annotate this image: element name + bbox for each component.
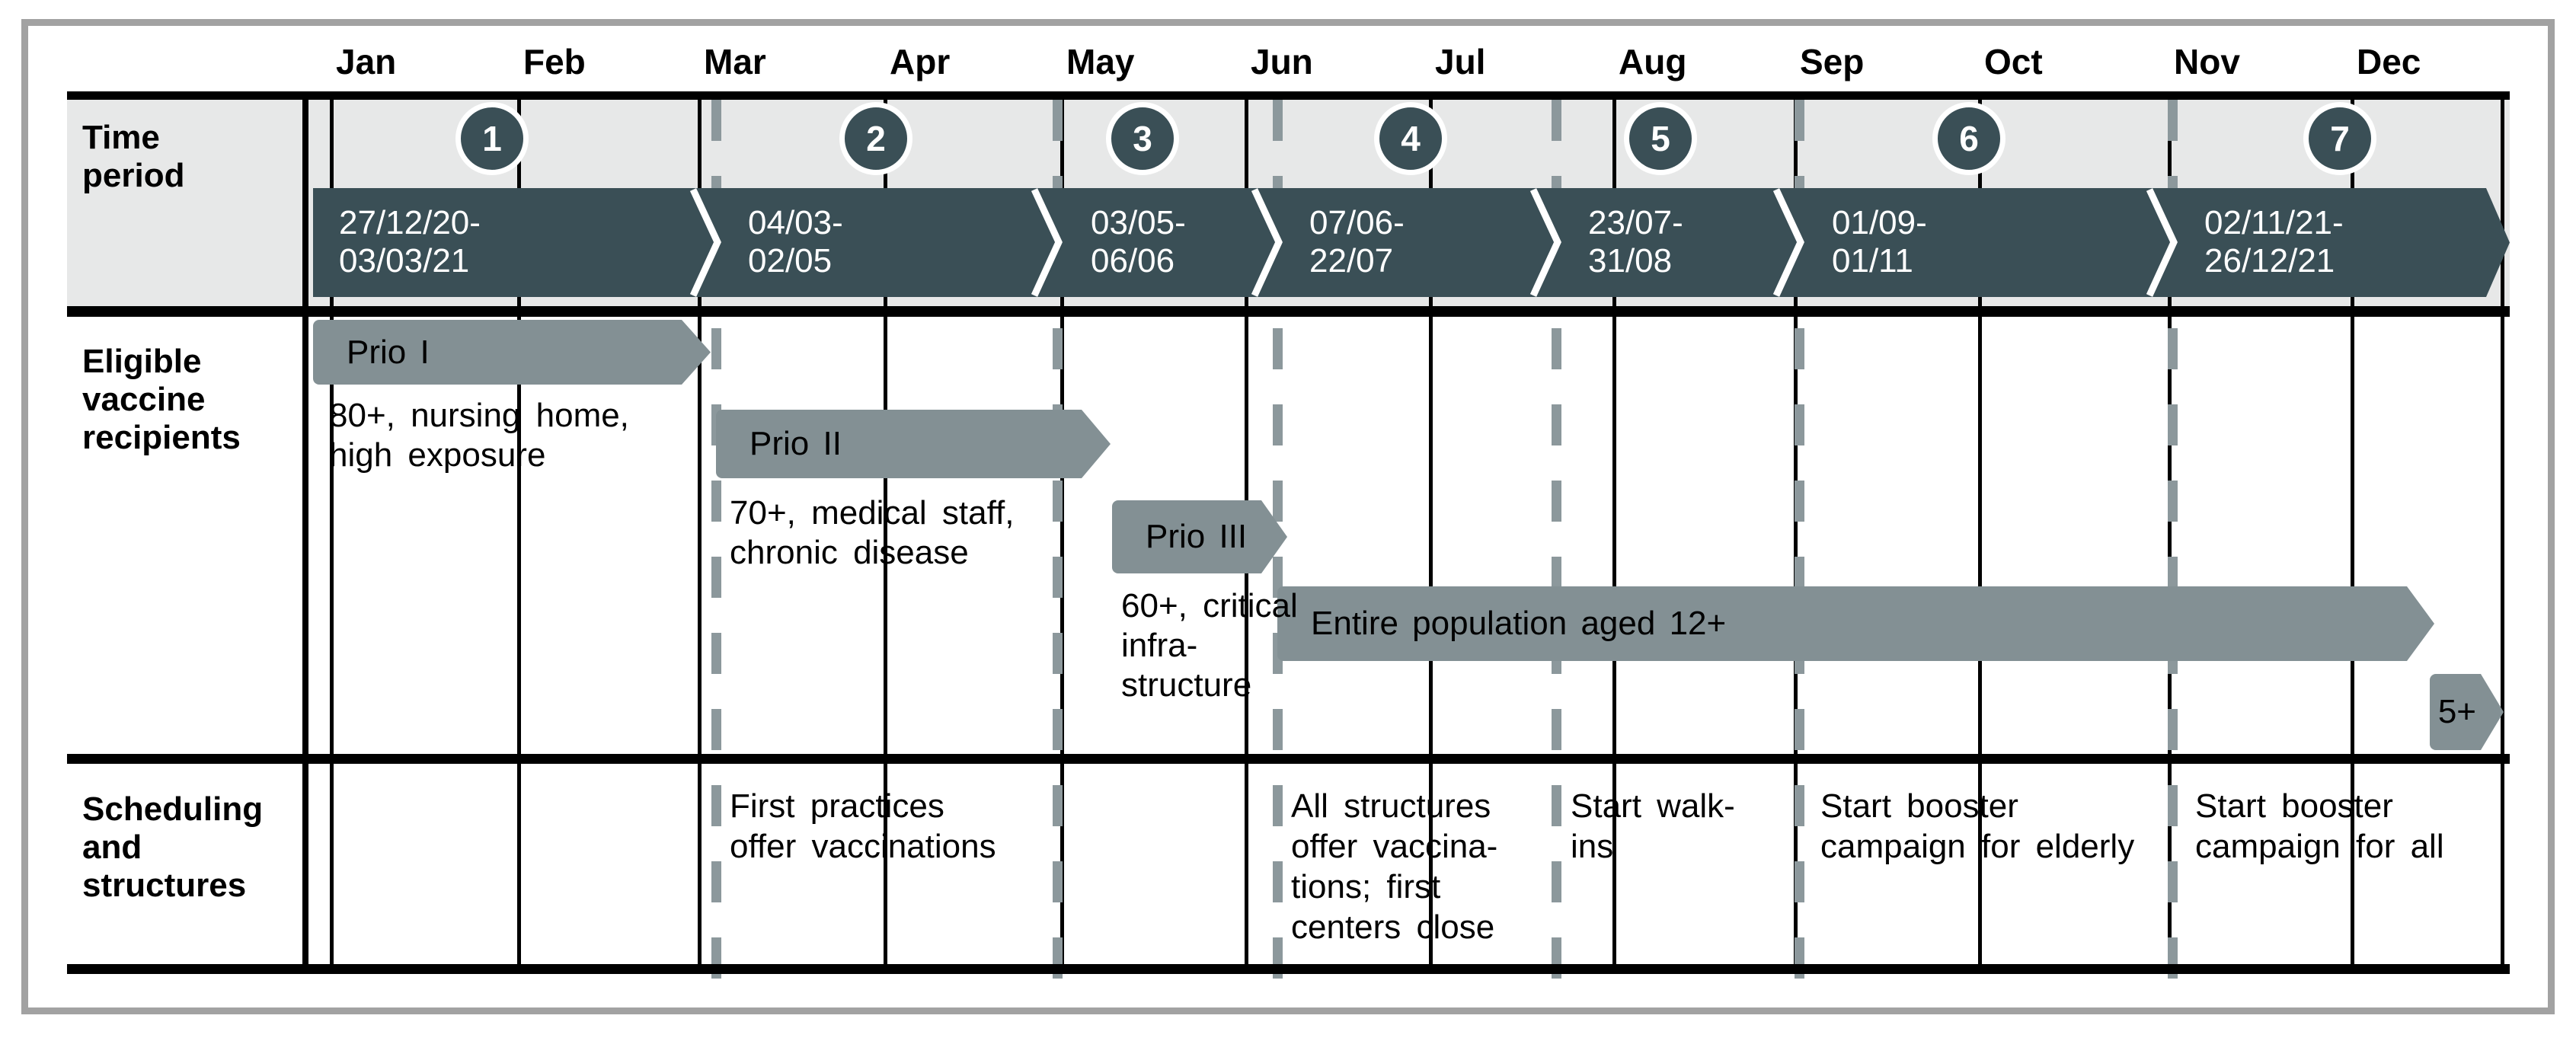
phase-date-range: 27/12/20- 03/03/21 [339, 204, 481, 279]
phase-divider-dashed-line [1552, 100, 1561, 1008]
month-label: Jul [1435, 42, 1486, 81]
month-gridline [698, 100, 702, 974]
eligible-group-bar: Prio II [716, 410, 1111, 478]
plot-right-edge-line [2501, 100, 2504, 974]
scheduling-note: Start booster campaign for all [2195, 787, 2444, 865]
rule-bottom [67, 964, 2510, 974]
month-gridline [330, 100, 334, 974]
phase-separator-chevron-icon [2145, 188, 2178, 297]
phase-separator-chevron-icon [1529, 188, 1562, 297]
row-label-eligible-recipients: Eligible vaccine recipients [82, 343, 241, 456]
month-label: Jun [1251, 42, 1313, 81]
phase-number-badge: 7 [2303, 102, 2376, 175]
phase-divider-dashed-line [2168, 100, 2178, 1008]
month-gridline [1978, 100, 1982, 974]
month-gridline [884, 100, 887, 974]
phase-separator-chevron-icon [1772, 188, 1805, 297]
eligible-group-bar: Prio I [313, 320, 711, 385]
phase-divider-dashed-line [711, 100, 721, 1008]
month-label: Jan [336, 42, 397, 81]
scheduling-note: All structures offer vaccina- tions; fir… [1291, 787, 1498, 946]
phase-number-badge: 5 [1624, 102, 1697, 175]
phase-number-badge: 2 [839, 102, 912, 175]
phase-divider-dashed-line [1053, 100, 1063, 1008]
month-gridline [1429, 100, 1433, 974]
phase-separator-chevron-icon [1250, 188, 1283, 297]
month-label: May [1066, 42, 1135, 81]
phase-arrow-band [313, 188, 2510, 297]
phase-date-range: 03/05- 06/06 [1091, 204, 1186, 279]
row-label-scheduling-structures: Scheduling and structures [82, 790, 264, 904]
plot-left-edge-line [302, 100, 308, 974]
eligible-group-bar: 5+ [2430, 674, 2504, 750]
rule-below-eligible [67, 754, 2510, 764]
month-label: Oct [1984, 42, 2043, 81]
scheduling-note: Start booster campaign for elderly [1820, 787, 2135, 865]
phase-number-badge: 1 [455, 102, 529, 175]
month-gridline [2351, 100, 2354, 974]
phase-number-badge: 4 [1374, 102, 1447, 175]
scheduling-note: First practices offer vaccinations [730, 787, 996, 865]
rule-top [67, 91, 2510, 100]
phase-number-badge: 6 [1932, 102, 2006, 175]
month-label: Sep [1800, 42, 1865, 81]
bar-label: Entire population aged 12+ [1311, 605, 1727, 642]
eligible-group-bar: Prio III [1112, 500, 1287, 573]
phase-date-range: 07/06- 22/07 [1309, 204, 1405, 279]
phase-separator-chevron-icon [689, 188, 722, 297]
eligible-group-description: 80+, nursing home, high exposure [329, 397, 629, 474]
scheduling-note: Start walk- ins [1571, 787, 1735, 865]
month-label: Feb [523, 42, 586, 81]
bar-label: Prio II [749, 425, 842, 462]
month-label: Aug [1619, 42, 1687, 81]
month-label: Dec [2357, 42, 2421, 81]
phase-divider-dashed-line [1795, 100, 1804, 1008]
phase-date-range: 02/11/21- 26/12/21 [2204, 204, 2344, 279]
bar-label: 5+ [2437, 693, 2476, 730]
rule-below-time-period [67, 306, 2510, 317]
phase-date-range: 01/09- 01/11 [1832, 204, 1927, 279]
month-gridline [1612, 100, 1616, 974]
row-label-time-period: Time period [82, 119, 185, 194]
month-label: Nov [2174, 42, 2240, 81]
phase-separator-chevron-icon [1030, 188, 1063, 297]
eligible-group-description: 60+, critical infra- structure [1121, 587, 1298, 704]
eligible-group-description: 70+, medical staff, chronic disease [730, 494, 1015, 571]
phase-date-range: 04/03- 02/05 [748, 204, 843, 279]
bar-label: Prio III [1146, 518, 1248, 555]
bar-label: Prio I [347, 333, 430, 371]
phase-divider-dashed-line [1273, 100, 1283, 1008]
eligible-group-bar: Entire population aged 12+ [1277, 586, 2434, 661]
month-gridline [517, 100, 521, 974]
month-label: Mar [704, 42, 766, 81]
phase-number-badge: 3 [1106, 102, 1179, 175]
month-label: Apr [890, 42, 951, 81]
phase-date-range: 23/07- 31/08 [1588, 204, 1683, 279]
